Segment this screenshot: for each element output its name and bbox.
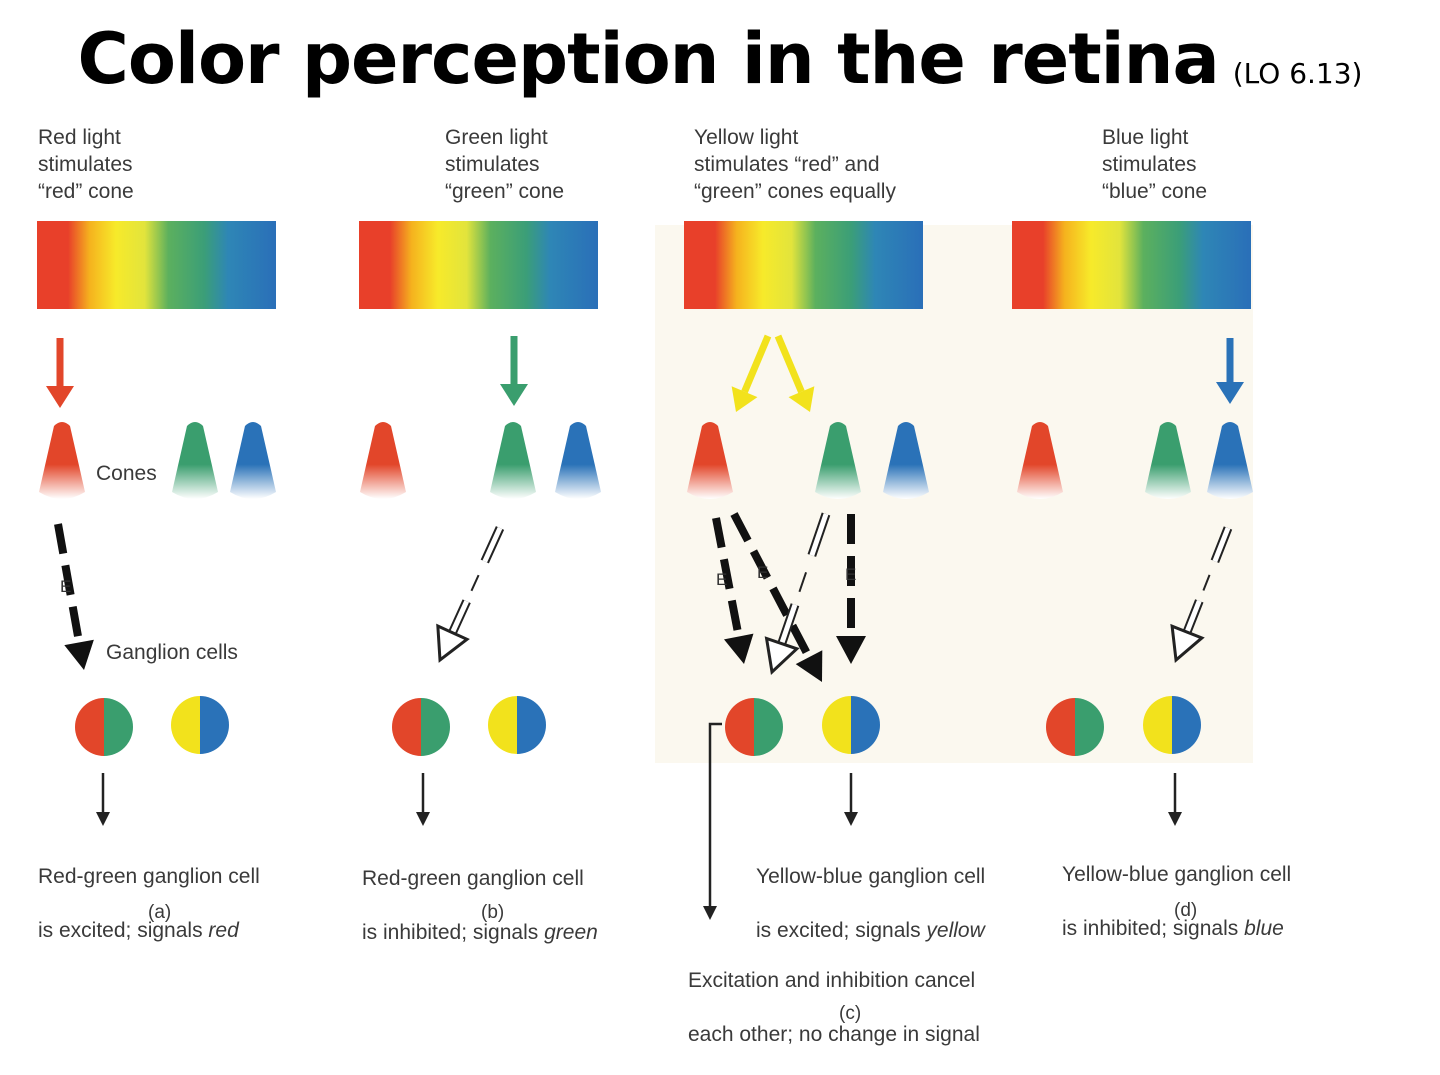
inhibitory-arrow-b-seg1-fill xyxy=(482,526,503,563)
red-green-ganglion-c-left-half xyxy=(725,698,754,756)
panel-letter-c: (c) xyxy=(839,1003,862,1024)
yellow-blue-ganglion-b-right-half xyxy=(517,696,546,754)
yellow-blue-ganglion-d-right-half xyxy=(1172,696,1201,754)
cancel-line1: Excitation and inhibition cancel xyxy=(688,969,976,992)
spectrum-bar-a xyxy=(37,221,276,309)
blue-cone-c xyxy=(883,422,929,499)
yellow-blue-ganglion-c-left-half xyxy=(822,696,851,754)
excitatory-arrow-a-shaft xyxy=(54,523,84,644)
yellow-light-arrow-left-shaft xyxy=(741,334,772,394)
spectrum-bar-d xyxy=(1012,221,1251,309)
yellow-light-arrow-right-shaft xyxy=(774,334,805,394)
inhibitory-arrow-b-mark xyxy=(470,574,480,592)
blue-cone-a xyxy=(230,422,276,499)
green-light-arrow-head xyxy=(500,384,528,406)
red-green-ganglion-b-right-half xyxy=(421,698,450,756)
excite-label-c1: E xyxy=(716,570,727,589)
red-green-ganglion-a-left-half xyxy=(75,698,104,756)
inhibitory-arrow-c-green-to-rg-head xyxy=(764,636,800,676)
spectrum-bar-c xyxy=(684,221,923,309)
yellow-blue-ganglion-c-right-half xyxy=(851,696,880,754)
red-light-arrow-head xyxy=(46,386,74,408)
red-cone-d xyxy=(1017,422,1063,499)
title-main: Color perception in the retina xyxy=(77,18,1220,100)
ganglion-cells-label: Ganglion cells xyxy=(106,641,238,664)
green-cone-c xyxy=(815,422,861,499)
blue-light-arrow-head xyxy=(1216,382,1244,404)
green-cone-d xyxy=(1145,422,1191,499)
blue-cone-b xyxy=(555,422,601,499)
yellow-blue-ganglion-d-left-half xyxy=(1143,696,1172,754)
excitatory-arrow-c-red-to-rg-shaft xyxy=(712,517,743,638)
excitatory-arrow-c-red-to-yb-shaft xyxy=(730,512,813,660)
result-c-line2: is excited; signals yellow xyxy=(756,919,985,942)
panel-letter-d: (d) xyxy=(1174,900,1198,921)
inhibitory-arrow-c-green-to-rg-mark xyxy=(798,572,808,593)
green-cone-b xyxy=(490,422,536,499)
inhibitory-arrow-b-head xyxy=(436,623,470,663)
cancel-line2: each other; no change in signal xyxy=(688,1023,980,1046)
excite-label-a: E xyxy=(60,577,71,596)
excitatory-arrow-c-green-to-yb-head xyxy=(836,636,866,664)
output-arrow-b-head xyxy=(416,812,430,826)
excitatory-arrow-c-red-to-yb-head xyxy=(795,650,823,682)
inhibitory-arrow-d-mark xyxy=(1202,574,1211,591)
output-arrow-d-head xyxy=(1168,812,1182,826)
result-d-line2: is inhibited; signals blue xyxy=(1062,917,1284,940)
inhibitory-arrow-c-green-to-rg-seg2-fill xyxy=(779,603,798,645)
inhibitory-arrow-d-seg1-fill xyxy=(1212,527,1231,563)
cancel-bracket-line xyxy=(708,722,722,906)
result-b-line2: is inhibited; signals green xyxy=(362,921,598,944)
result-d-line1: Yellow-blue ganglion cell xyxy=(1062,863,1292,886)
caption-panel-b: Green light stimulates “green” cone xyxy=(445,126,565,203)
result-panel-d: Yellow-blue ganglion cell is inhibited; … xyxy=(1062,834,1291,969)
result-c-line1: Yellow-blue ganglion cell xyxy=(756,865,986,888)
green-cone-a xyxy=(172,422,218,499)
result-panel-b: Red-green ganglion cell is inhibited; si… xyxy=(362,838,598,973)
red-green-ganglion-a-right-half xyxy=(104,698,133,756)
result-panel-c: Yellow-blue ganglion cell is excited; si… xyxy=(756,836,985,971)
red-green-ganglion-d-left-half xyxy=(1046,698,1075,756)
spectrum-bar-b xyxy=(359,221,598,309)
red-green-ganglion-b-left-half xyxy=(392,698,421,756)
red-cone-c xyxy=(687,422,733,499)
yellow-light-arrow-left-head xyxy=(731,386,758,412)
output-arrow-a-head xyxy=(96,812,110,826)
caption-panel-d: Blue light stimulates “blue” cone xyxy=(1102,126,1208,203)
excite-label-c3: E xyxy=(845,565,856,584)
cancel-bracket-head xyxy=(703,906,717,920)
inhibitory-arrow-d-seg2-fill xyxy=(1184,599,1202,634)
output-arrow-c-head xyxy=(844,812,858,826)
inhibitory-arrow-b-seg2-fill xyxy=(450,600,469,634)
cones-label: Cones xyxy=(96,462,157,485)
yellow-blue-ganglion-a-left-half xyxy=(171,696,200,754)
result-a-line1: Red-green ganglion cell xyxy=(38,865,260,888)
result-a-line2: is excited; signals red xyxy=(38,919,239,942)
panel-letter-b: (b) xyxy=(481,902,505,923)
yellow-blue-ganglion-b-left-half xyxy=(488,696,517,754)
blue-cone-d xyxy=(1207,422,1253,499)
yellow-light-arrow-right-head xyxy=(788,386,815,412)
title-lo: (LO 6.13) xyxy=(1232,57,1363,90)
red-cone-b xyxy=(360,422,406,499)
excite-label-c2: E xyxy=(757,563,768,582)
cancel-note-panel-c: Excitation and inhibition cancel each ot… xyxy=(688,940,980,1075)
red-cone-a xyxy=(39,422,85,499)
red-green-ganglion-c-right-half xyxy=(754,698,783,756)
inhibitory-arrow-d-head xyxy=(1170,623,1205,663)
inhibitory-arrow-c-green-to-rg-seg1-fill xyxy=(809,513,829,557)
caption-panel-c: Yellow light stimulates “red” and “green… xyxy=(694,126,896,203)
result-b-line1: Red-green ganglion cell xyxy=(362,867,584,890)
excitatory-arrow-a-head xyxy=(64,639,94,670)
result-panel-a: Red-green ganglion cell is excited; sign… xyxy=(38,836,260,971)
caption-panel-a: Red light stimulates “red” cone xyxy=(38,126,134,203)
panel-letter-a: (a) xyxy=(148,902,172,923)
yellow-blue-ganglion-a-right-half xyxy=(200,696,229,754)
red-green-ganglion-d-right-half xyxy=(1075,698,1104,756)
excitatory-arrow-c-red-to-rg-head xyxy=(723,633,754,664)
page-title: Color perception in the retina (LO 6.13) xyxy=(0,18,1440,100)
